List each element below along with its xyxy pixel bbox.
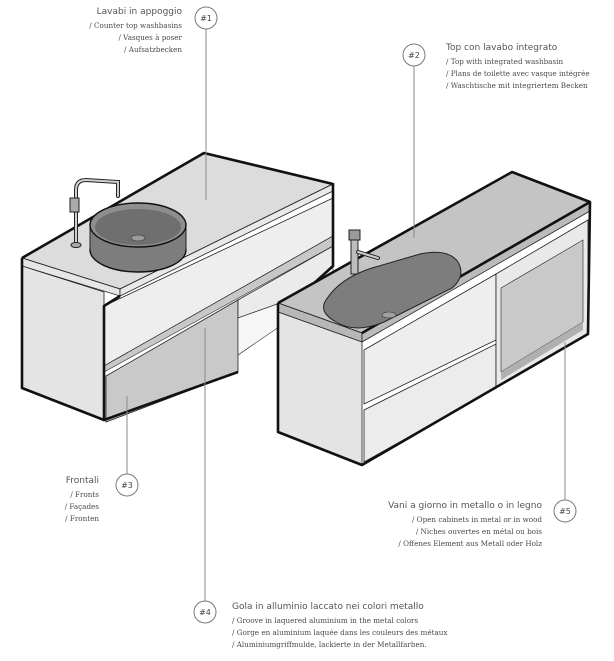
callout-2-badge: #2 xyxy=(402,43,426,67)
callout-3-line-2: / Façades xyxy=(65,502,100,511)
callout-4-line-2: / Gorge en aluminium laquée dans les cou… xyxy=(232,628,447,637)
callout-1-title: Lavabi in appoggio xyxy=(97,7,183,17)
callout-5-number: #5 xyxy=(559,507,571,516)
callout-4-line-1: / Groove in laquered aluminium in the me… xyxy=(232,616,418,625)
integrated-basin-drain xyxy=(381,311,397,319)
callout-5-title: Vani a giorno in metallo o in legno xyxy=(388,501,542,511)
callout-1-line-1: / Counter top washbasins xyxy=(89,21,182,30)
callout-2-text: Top con lavabo integrato / Top with inte… xyxy=(445,43,590,90)
callout-1-number: #1 xyxy=(200,14,212,23)
callout-5-line-3: / Offenes Element aus Metall oder Holz xyxy=(398,539,542,548)
callout-3-title: Frontali xyxy=(66,476,99,486)
vessel-basin xyxy=(89,202,187,273)
callout-3-line-3: / Fronten xyxy=(65,514,99,523)
callout-2-line-1: / Top with integrated washbasin xyxy=(446,57,563,66)
left-cabinet-outline-3 xyxy=(103,370,239,422)
callout-1-line-3: / Aufsatzbecken xyxy=(124,45,182,54)
callout-3-badge: #3 xyxy=(115,473,139,497)
callout-5-line-1: / Open cabinets in metal or in wood xyxy=(412,515,542,524)
integrated-faucet-body xyxy=(350,237,359,275)
callout-4-line-3: / Aluminiumgriffmulde, lackierte in der … xyxy=(232,640,427,649)
basin-inner xyxy=(95,209,181,245)
callout-3-text: Frontali / Fronts / Façades / Fronten xyxy=(65,476,100,523)
right-cabinet-outline xyxy=(276,170,592,467)
integrated-faucet xyxy=(348,229,380,275)
callout-3-number: #3 xyxy=(121,481,133,490)
callout-1-line-2: / Vasques à poser xyxy=(118,33,182,42)
right-cabinet-niche-floor xyxy=(501,322,583,380)
callout-2-line-2: / Plans de toilette avec vasque intégrée xyxy=(446,69,590,78)
callout-5-text: Vani a giorno in metallo o in legno / Op… xyxy=(388,501,542,548)
callout-1-text: Lavabi in appoggio / Counter top washbas… xyxy=(89,7,182,54)
callout-3-line-1: / Fronts xyxy=(70,490,99,499)
callout-2-line-3: / Waschtische mit integriertem Becken xyxy=(446,81,588,90)
vessel-faucet-base xyxy=(70,242,82,248)
callout-5-line-2: / Niches ouvertes en métal ou bois xyxy=(416,527,542,536)
callout-4-text: Gola in alluminio laccato nei colori met… xyxy=(232,602,447,649)
left-cabinet-side xyxy=(21,265,105,421)
basin-drain xyxy=(130,234,146,242)
callout-4-number: #4 xyxy=(199,608,211,617)
callout-2-title: Top con lavabo integrato xyxy=(445,43,558,53)
vessel-faucet-handle xyxy=(69,197,80,213)
callout-4-title: Gola in alluminio laccato nei colori met… xyxy=(232,602,424,612)
callout-1-badge: #1 xyxy=(194,6,218,30)
vessel-faucet xyxy=(69,177,120,248)
left-cabinet-outline xyxy=(21,151,335,297)
integrated-basin-shape xyxy=(323,251,462,329)
callout-4-badge: #4 xyxy=(193,600,217,624)
integrated-faucet-handle xyxy=(348,229,361,241)
integrated-basin xyxy=(323,251,462,329)
callout-2-number: #2 xyxy=(408,51,420,60)
callout-5-badge: #5 xyxy=(553,499,577,523)
